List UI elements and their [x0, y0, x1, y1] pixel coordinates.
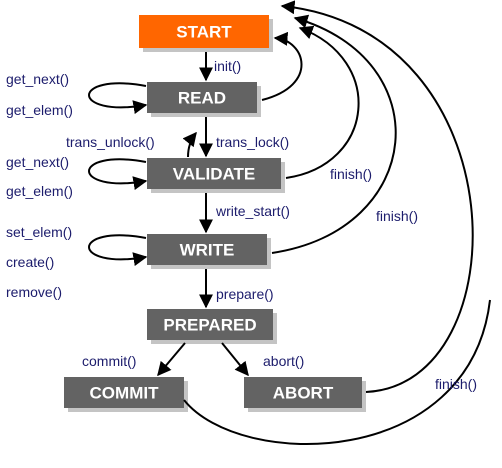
state-start-box [139, 15, 269, 48]
state-commit: COMMIT [64, 377, 188, 412]
read-loop-label-0: get_next() [6, 71, 69, 87]
state-abort: ABORT [244, 377, 366, 412]
edge-trans-unlock [182, 131, 197, 158]
state-commit-label: COMMIT [90, 384, 160, 403]
loop-read [88, 82, 148, 115]
state-validate-box [147, 158, 281, 189]
label-finish-validate: finish() [330, 166, 372, 182]
validate-loop-label-0: get_next() [6, 154, 69, 170]
label-init: init() [214, 58, 241, 74]
state-start: START [139, 15, 273, 52]
label-write-start: write_start() [215, 203, 290, 219]
state-read: READ [147, 82, 261, 117]
edge-validate-finish [285, 25, 360, 179]
state-commit-box [64, 377, 184, 408]
state-prepared-label: PREPARED [163, 316, 256, 335]
state-write: WRITE [147, 234, 271, 269]
label-trans-unlock: trans_unlock() [66, 134, 155, 150]
state-start-label: START [176, 23, 232, 42]
state-prepared-box [147, 309, 273, 340]
label-trans-lock: trans_lock() [216, 134, 289, 150]
write-loop-label-0: set_elem() [6, 224, 72, 240]
label-finish-write: finish() [376, 208, 418, 224]
state-validate: VALIDATE [147, 158, 285, 193]
state-read-box [147, 82, 257, 113]
label-prepare: prepare() [216, 286, 274, 302]
label-abort: abort() [263, 353, 304, 369]
label-commit: commit() [82, 353, 136, 369]
loop-write [88, 234, 148, 267]
validate-loop-label-1: get_elem() [6, 183, 73, 199]
edge-read-finish [261, 31, 303, 101]
write-loop-label-2: remove() [6, 284, 62, 300]
edge-abort-finish [280, 0, 474, 393]
state-validate-label: VALIDATE [173, 165, 255, 184]
state-read-label: READ [178, 89, 226, 108]
edge-abort [221, 342, 249, 377]
state-abort-label: ABORT [273, 384, 334, 403]
edge-commit-finish [183, 299, 491, 446]
read-loop-label-1: get_elem() [6, 102, 73, 118]
label-finish-abort: finish() [435, 376, 477, 392]
edge-write-finish [271, 14, 397, 254]
state-write-label: WRITE [180, 241, 235, 260]
state-prepared: PREPARED [147, 309, 277, 344]
edge-commit [157, 342, 186, 377]
state-abort-box [244, 377, 362, 408]
state-write-box [147, 234, 267, 265]
loop-validate [88, 158, 148, 191]
write-loop-label-1: create() [6, 254, 54, 270]
